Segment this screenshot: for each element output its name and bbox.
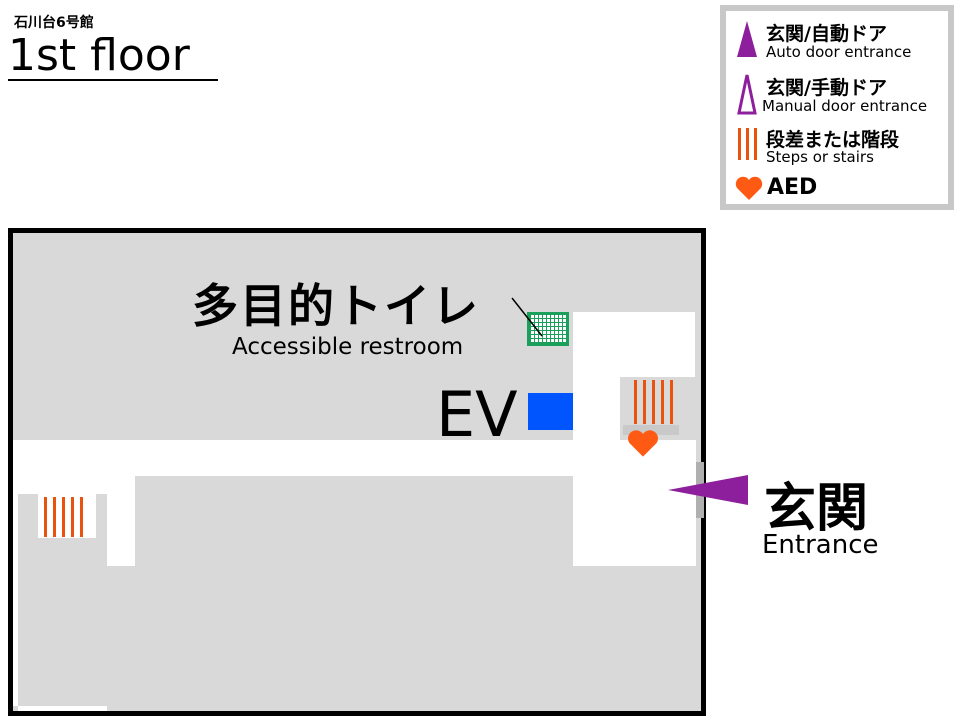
elevator-icon	[528, 393, 573, 430]
stairs-icon	[738, 128, 757, 160]
restroom-label-jp: 多目的トイレ	[192, 279, 480, 333]
elevator-label: EV	[436, 378, 518, 451]
heart-icon	[735, 176, 763, 200]
entrance-label-en: Entrance	[762, 530, 879, 560]
legend-auto-door-jp: 玄関/自動ドア	[766, 23, 887, 45]
entrance-door-triangle-icon	[668, 475, 748, 505]
legend-manual-door-jp: 玄関/手動ドア	[766, 77, 887, 99]
entrance-label-jp: 玄関	[764, 479, 869, 539]
corridor-left-vertical	[107, 476, 135, 566]
right-upper-space	[620, 312, 695, 377]
building-name: 石川台6号館	[14, 15, 94, 31]
outline-triangle-icon	[737, 74, 757, 115]
stairs-left-area	[38, 494, 96, 538]
corridor-left-edge	[13, 476, 18, 538]
legend-stairs-jp: 段差または階段	[766, 129, 900, 151]
left-bottom-gap	[18, 706, 107, 711]
stairs-right	[634, 380, 673, 424]
stairs-left	[44, 497, 83, 537]
left-strip	[13, 538, 18, 706]
stairs-landing	[623, 425, 679, 435]
restroom-icon	[527, 312, 569, 346]
restroom-pointer	[511, 297, 543, 337]
legend-stairs-en: Steps or stairs	[766, 148, 874, 166]
aed-heart-icon	[628, 430, 658, 457]
corridor-left-top	[18, 476, 107, 494]
legend-aed: AED	[767, 175, 818, 200]
restroom-label-en: Accessible restroom	[232, 334, 464, 360]
legend: 玄関/自動ドア Auto door entrance 玄関/手動ドア Manua…	[720, 5, 954, 210]
filled-triangle-icon	[737, 21, 757, 57]
legend-auto-door-en: Auto door entrance	[766, 43, 912, 61]
title-underline	[8, 79, 218, 81]
floor-title: 1st floor	[8, 30, 190, 81]
legend-manual-door-en: Manual door entrance	[762, 97, 928, 115]
